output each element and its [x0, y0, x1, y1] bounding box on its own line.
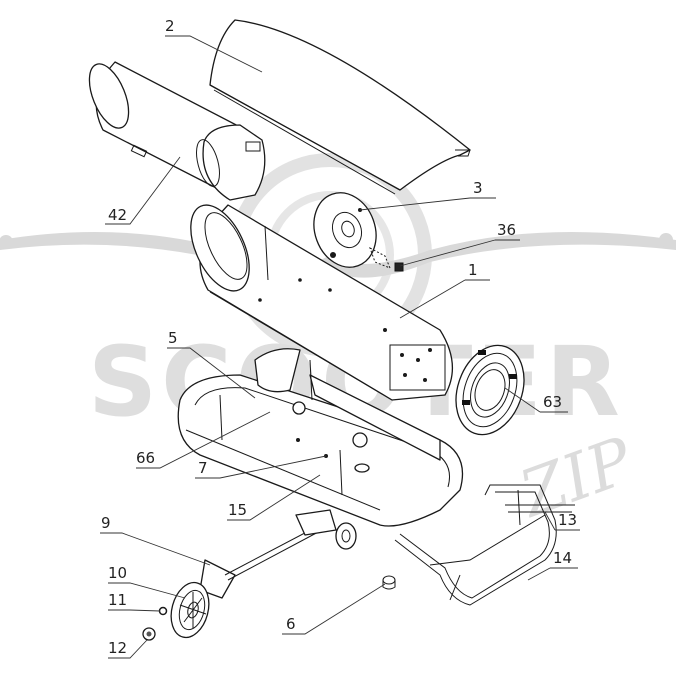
callout-66: 66: [136, 449, 155, 467]
part-handle-frame: [394, 484, 575, 606]
callout-15: 15: [228, 501, 247, 519]
part-screw: [369, 246, 404, 272]
callout-14: 14: [553, 549, 572, 567]
watermark-right-dot: [659, 233, 673, 247]
callout-5: 5: [168, 329, 178, 347]
callout-13: 13: [558, 511, 577, 529]
watermark-wings: [0, 232, 676, 278]
callout-6: 6: [286, 615, 296, 633]
part-nut: [142, 627, 156, 641]
part-rear-plate: [313, 192, 377, 268]
leader-lines: [100, 35, 580, 659]
part-top-cover: [209, 19, 471, 195]
part-fuel-tank: [177, 348, 464, 527]
part-combustion-chamber: [190, 204, 454, 401]
part-wheel: [170, 581, 210, 639]
part-fan-guard: [455, 344, 525, 436]
callout-42: 42: [108, 206, 127, 224]
callout-36: 36: [497, 221, 516, 239]
callout-2: 2: [165, 17, 175, 35]
part-cap: [382, 575, 396, 590]
part-washer: [158, 606, 168, 616]
callout-9: 9: [101, 514, 111, 532]
callout-12: 12: [108, 639, 127, 657]
callout-63: 63: [543, 393, 562, 411]
callout-10: 10: [108, 564, 127, 582]
callout-1: 1: [468, 261, 478, 279]
callout-7: 7: [198, 459, 208, 477]
part-axle-bracket: [199, 509, 357, 599]
watermark-left-dot: [0, 235, 13, 249]
part-front-cylinder: [88, 61, 266, 201]
callout-labels: 2 42 3 36 1 5 63 66 7 15 9 13 14 10 11 6…: [101, 17, 577, 657]
callout-3: 3: [473, 179, 483, 197]
callout-11: 11: [108, 591, 127, 609]
